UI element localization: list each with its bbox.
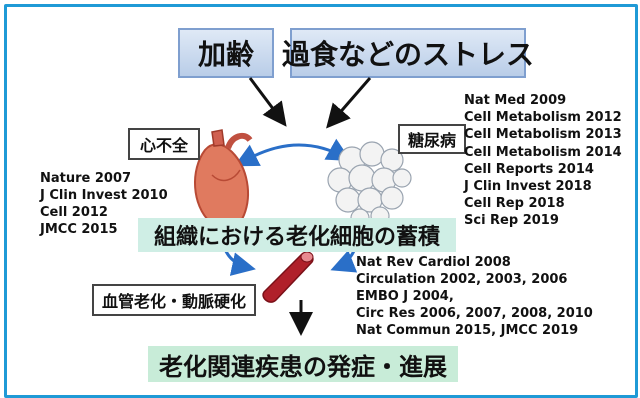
arrow-aging bbox=[248, 77, 287, 127]
age-related-disease-label: 老化関連疾患の発症・進展 bbox=[159, 352, 447, 381]
ref-item: JMCC 2015 bbox=[40, 222, 118, 237]
vascular-aging-label: 血管老化・動脈硬化 bbox=[101, 292, 246, 311]
vascular-aging-box: 血管老化・動脈硬化 bbox=[92, 284, 256, 316]
age-related-disease-box: 老化関連疾患の発症・進展 bbox=[148, 346, 458, 382]
ref-item: Circulation 2002, 2003, 2006 bbox=[356, 272, 568, 287]
ref-item: Cell Reports 2014 bbox=[464, 161, 594, 177]
overeating-stress-label: 過食などのストレス bbox=[282, 38, 535, 71]
ref-item: Cell Metabolism 2014 bbox=[464, 144, 622, 160]
aging-box: 加齢 bbox=[178, 28, 274, 78]
ref-item: Cell Metabolism 2012 bbox=[464, 110, 622, 126]
ref-item: Nat Commun 2015, JMCC 2019 bbox=[356, 323, 579, 338]
senescent-cell-accumulation-label: 組織における老化細胞の蓄積 bbox=[153, 225, 440, 250]
ref-item: Nat Rev Cardiol 2008 bbox=[356, 255, 511, 270]
ref-item: J Clin Invest 2018 bbox=[464, 179, 592, 195]
diabetes-label: 糖尿病 bbox=[407, 131, 456, 150]
ref-item: Sci Rep 2019 bbox=[464, 213, 559, 229]
heart-failure-box: 心不全 bbox=[128, 128, 200, 160]
refs-vascular: Nat Rev Cardiol 2008 Circulation 2002, 2… bbox=[356, 254, 593, 339]
ref-item: J Clin Invest 2010 bbox=[40, 188, 168, 203]
aging-label: 加齢 bbox=[197, 38, 254, 71]
heart-failure-label: 心不全 bbox=[139, 136, 188, 155]
heart-icon bbox=[194, 129, 253, 230]
fat-cells-icon bbox=[327, 141, 412, 228]
senescent-cell-accumulation-box: 組織における老化細胞の蓄積 bbox=[138, 218, 456, 252]
ref-item: Cell Rep 2018 bbox=[464, 196, 565, 212]
ref-item: Cell Metabolism 2013 bbox=[464, 127, 622, 143]
overeating-stress-box: 過食などのストレス bbox=[282, 28, 534, 78]
ref-item: Nat Med 2009 bbox=[464, 93, 567, 108]
refs-heart: Nature 2007 J Clin Invest 2010 Cell 2012… bbox=[40, 170, 168, 238]
ref-item: Circ Res 2006, 2007, 2008, 2010 bbox=[356, 306, 593, 321]
ref-item: EMBO J 2004, bbox=[356, 289, 454, 304]
arrow-heart-fat bbox=[234, 138, 352, 167]
ref-item: Cell 2012 bbox=[40, 205, 108, 220]
arrow-stress bbox=[326, 77, 372, 129]
ref-item: Nature 2007 bbox=[40, 171, 132, 186]
blood-vessel-icon bbox=[262, 251, 314, 303]
diabetes-box: 糖尿病 bbox=[398, 124, 466, 154]
refs-diabetes: Nat Med 2009 Cell Metabolism 2012 Cell M… bbox=[464, 92, 622, 230]
